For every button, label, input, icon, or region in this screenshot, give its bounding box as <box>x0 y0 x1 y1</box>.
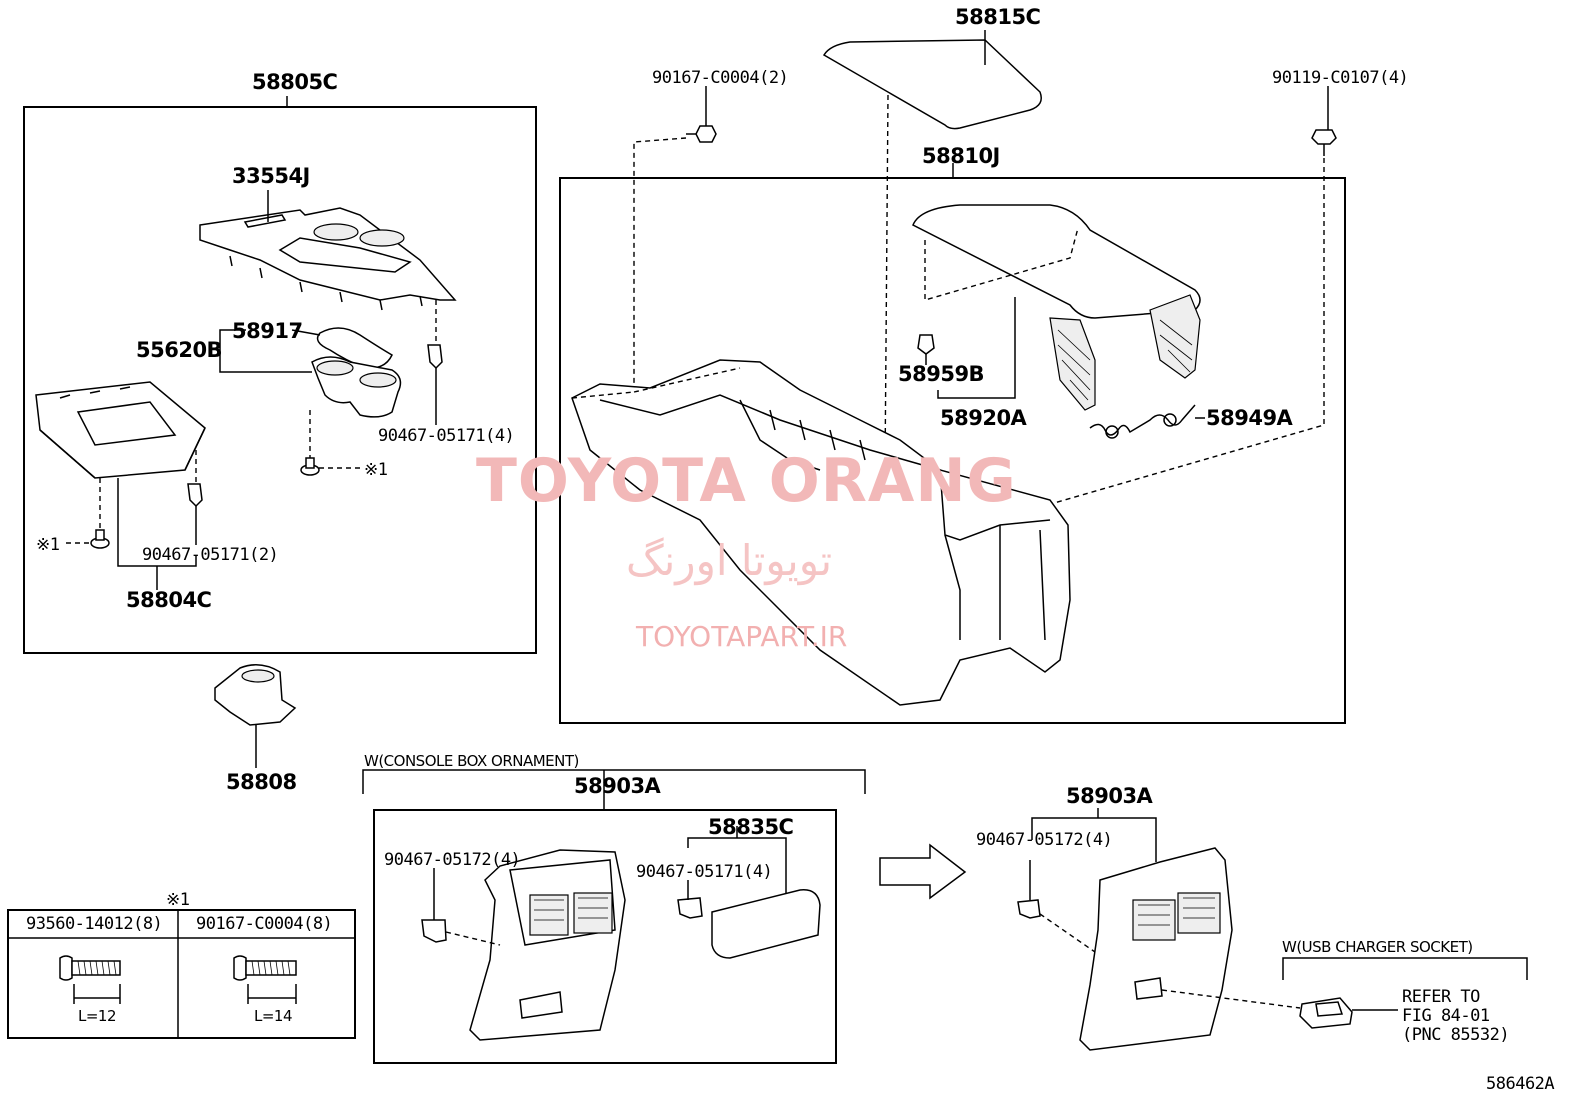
label-58903A-a: 58903A <box>574 774 661 798</box>
clip-lower <box>187 483 203 508</box>
group-box-58903A <box>373 809 837 1064</box>
cup-holder-55620B <box>311 356 402 418</box>
storage-tray-58804C <box>35 381 206 479</box>
label-table-part-2: 90167-C0004(8) <box>196 914 333 934</box>
screw-mark1-b <box>90 529 110 549</box>
label-58805C: 58805C <box>252 70 338 94</box>
fastener-table <box>7 909 356 1039</box>
mat-58815C <box>822 39 1042 130</box>
label-33554J: 33554J <box>232 164 310 188</box>
console-body-58810J <box>571 359 1071 706</box>
label-90467-05172-4-b: 90467-05172(4) <box>976 830 1113 850</box>
gasket-58917 <box>316 327 393 369</box>
clip-alt <box>1017 899 1041 919</box>
rear-console-panel <box>469 849 626 1041</box>
usb-charger-socket <box>1299 997 1353 1029</box>
label-90119-C0107-4: 90119-C0107(4) <box>1272 68 1409 88</box>
label-55620B: 55620B <box>136 338 223 362</box>
label-90167-C0004-2: 90167-C0004(2) <box>652 68 789 88</box>
screw-mark1-a <box>300 457 320 476</box>
label-90467-05171-4-b: 90467-05171(4) <box>636 862 773 882</box>
label-58959B: 58959B <box>898 362 985 386</box>
label-58835C: 58835C <box>708 815 794 839</box>
watermark-brand: TOYOTA ORANG <box>476 446 1017 516</box>
clip-upper <box>427 344 443 370</box>
part-58808 <box>214 664 297 726</box>
label-refer-1: REFER TO <box>1402 987 1480 1007</box>
label-mark1-b: ※1 <box>36 535 60 555</box>
bolt-90167 <box>686 125 717 143</box>
label-w-usb: W(USB CHARGER SOCKET) <box>1282 938 1473 956</box>
watermark-site: TOYOTAPART.IR <box>636 620 848 653</box>
label-58920A: 58920A <box>940 406 1027 430</box>
spring-58949A <box>1089 404 1196 439</box>
watermark-brand-fa: تویوتا اورنگ <box>626 536 833 585</box>
label-58815C: 58815C <box>955 5 1041 29</box>
upper-console-panel <box>199 207 457 311</box>
screw-93560 <box>59 955 121 1004</box>
label-refer-2: FIG 84-01 <box>1402 1006 1490 1026</box>
label-table-length-2: L=14 <box>254 1007 293 1025</box>
label-58804C: 58804C <box>126 588 212 612</box>
label-90467-05171-4: 90467-05171(4) <box>378 426 515 446</box>
screw-90167 <box>233 955 297 1004</box>
label-58808: 58808 <box>226 770 297 794</box>
label-table-note: ※1 <box>166 890 190 910</box>
rear-panel-alt <box>1079 847 1233 1051</box>
label-90467-05171-2: 90467-05171(2) <box>142 545 279 565</box>
label-table-length-1: L=12 <box>78 1007 117 1025</box>
bolt-90119 <box>1311 129 1337 156</box>
label-58903A-b: 58903A <box>1066 784 1153 808</box>
label-refer-3: (PNC 85532) <box>1402 1025 1510 1045</box>
label-90467-05172-4-a: 90467-05172(4) <box>384 850 521 870</box>
label-58810J: 58810J <box>922 144 1000 168</box>
fastener-58959B <box>917 334 935 355</box>
label-table-part-1: 93560-14012(8) <box>26 914 163 934</box>
label-mark1-a: ※1 <box>364 460 388 480</box>
clip-panel-right <box>677 897 703 919</box>
armrest-lid-58920A <box>912 204 1201 411</box>
label-58917: 58917 <box>232 319 303 343</box>
label-58949A: 58949A <box>1206 406 1293 430</box>
direction-arrow <box>879 843 967 900</box>
clip-panel-left <box>421 919 447 943</box>
label-w-console: W(CONSOLE BOX ORNAMENT) <box>364 752 579 770</box>
label-diagram-id: 586462A <box>1486 1074 1555 1094</box>
ornament-58835C <box>711 889 821 959</box>
group-box-58805C <box>23 106 537 654</box>
